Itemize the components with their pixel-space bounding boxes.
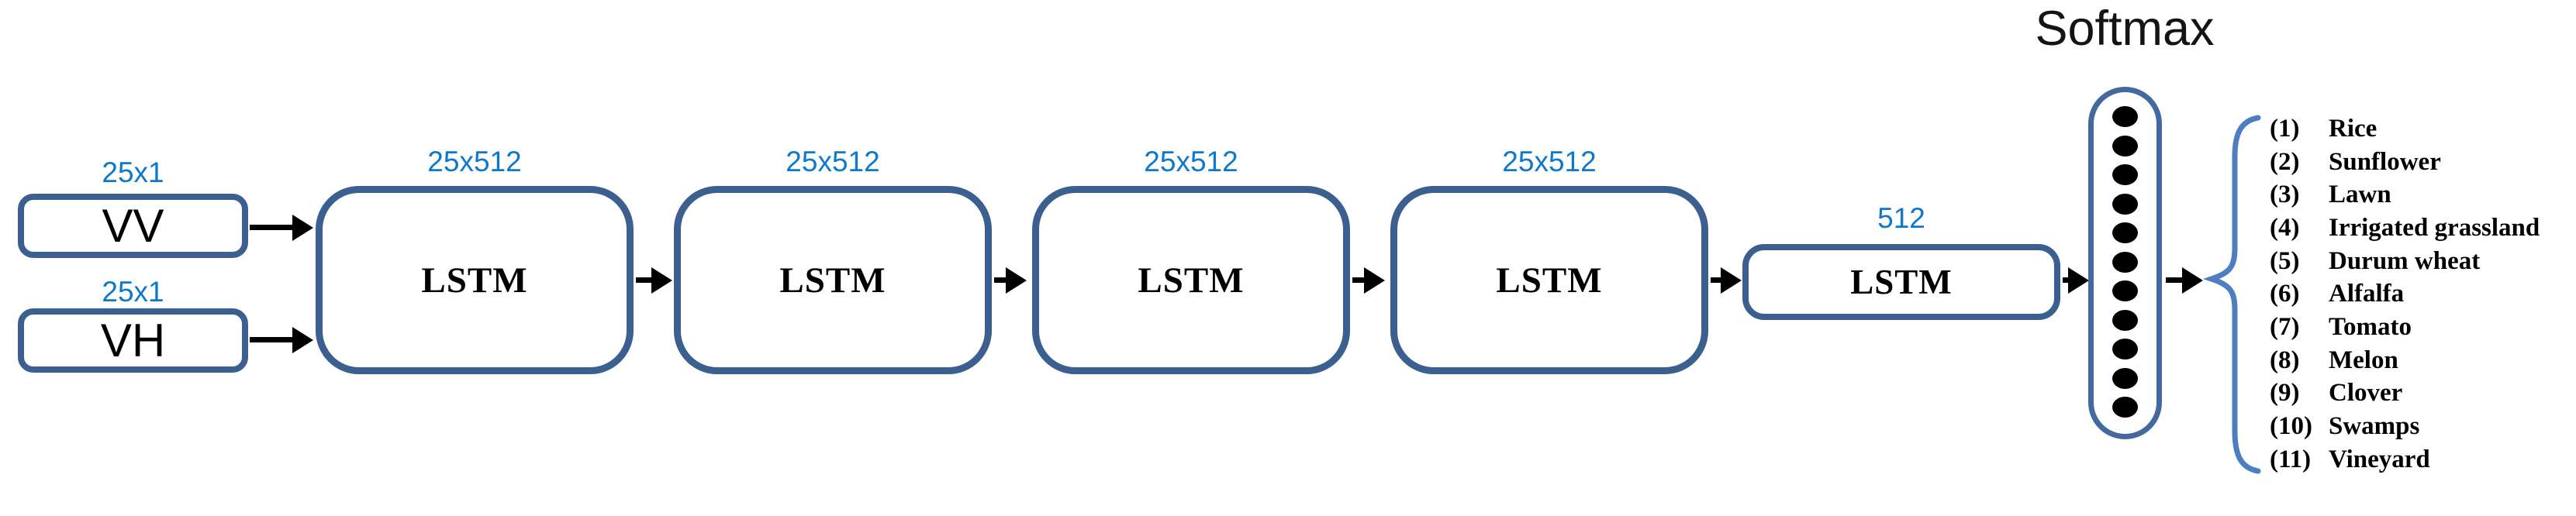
input-vv-label: VV bbox=[102, 199, 164, 252]
softmax-unit-dot bbox=[2112, 222, 2138, 243]
class-name: Sunflower bbox=[2329, 147, 2441, 176]
lstm1-dim-label: 25x512 bbox=[427, 146, 522, 177]
class-name: Vineyard bbox=[2329, 445, 2430, 473]
softmax-unit-dot bbox=[2112, 251, 2138, 273]
softmax-layer bbox=[2088, 87, 2162, 439]
class-item: (7) Tomato bbox=[2270, 311, 2540, 344]
softmax-unit-dot bbox=[2112, 367, 2138, 389]
softmax-unit-dot bbox=[2112, 164, 2138, 185]
class-number: (9) bbox=[2270, 379, 2300, 408]
class-item: (2) Sunflower bbox=[2270, 146, 2540, 179]
class-name: Tomato bbox=[2329, 312, 2412, 341]
arrow-lstm1-to-lstm2 bbox=[636, 277, 651, 283]
lstm3-dim-label: 25x512 bbox=[1144, 146, 1238, 177]
softmax-unit-dot bbox=[2112, 135, 2138, 157]
class-item: (6) Alfalfa bbox=[2270, 277, 2540, 311]
class-number: (10) bbox=[2270, 412, 2312, 441]
class-number: (1) bbox=[2270, 114, 2300, 143]
class-item: (11) Vineyard bbox=[2270, 443, 2540, 476]
arrow-vh-to-lstm1 bbox=[250, 337, 292, 342]
input-vv-dim-label: 25x1 bbox=[102, 157, 164, 188]
class-name: Clover bbox=[2329, 379, 2403, 408]
lstm-layer-2: LSTM bbox=[674, 186, 992, 374]
lstm-layer-4: LSTM bbox=[1390, 186, 1708, 374]
class-item: (8) Melon bbox=[2270, 344, 2540, 377]
arrow-lstm2-to-lstm3 bbox=[994, 277, 1006, 283]
softmax-unit-dot bbox=[2112, 339, 2138, 359]
arrow-lstm3-to-lstm4 bbox=[1352, 277, 1364, 283]
class-number: (7) bbox=[2270, 312, 2300, 341]
softmax-unit-dot bbox=[2112, 309, 2138, 331]
lstm1-label: LSTM bbox=[421, 260, 528, 301]
lstm5-dim-label: 512 bbox=[1877, 202, 1925, 234]
class-item: (5) Durum wheat bbox=[2270, 245, 2540, 278]
lstm-layer-1: LSTM bbox=[316, 186, 634, 374]
class-item: (1) Rice bbox=[2270, 112, 2540, 146]
softmax-unit-dot bbox=[2112, 280, 2138, 301]
class-name: Rice bbox=[2329, 114, 2377, 143]
class-list: (1) Rice (2) Sunflower (3) Lawn (4) Irrigate… bbox=[2270, 112, 2540, 476]
class-name: Lawn bbox=[2329, 181, 2391, 209]
lstm-layer-5: LSTM bbox=[1742, 244, 2060, 320]
input-box-vv: VV bbox=[18, 194, 248, 258]
arrow-lstm4-to-lstm5 bbox=[1711, 277, 1721, 283]
class-name: Melon bbox=[2329, 346, 2398, 374]
lstm-layer-3: LSTM bbox=[1032, 186, 1350, 374]
lstm2-dim-label: 25x512 bbox=[786, 146, 880, 177]
class-name: Swamps bbox=[2329, 412, 2420, 441]
lstm4-label: LSTM bbox=[1496, 260, 1603, 301]
class-name: Alfalfa bbox=[2329, 280, 2405, 308]
class-list-brace bbox=[2202, 115, 2261, 474]
class-number: (11) bbox=[2270, 445, 2312, 473]
class-number: (4) bbox=[2270, 213, 2300, 242]
softmax-unit-dot bbox=[2112, 106, 2138, 127]
class-name: Durum wheat bbox=[2329, 246, 2481, 275]
arrow-softmax-to-classes bbox=[2166, 277, 2182, 283]
lstm3-label: LSTM bbox=[1138, 260, 1245, 301]
class-name: Irrigated grassland bbox=[2329, 213, 2540, 242]
lstm5-label: LSTM bbox=[1850, 263, 1953, 301]
class-number: (8) bbox=[2270, 346, 2300, 374]
input-box-vh: VH bbox=[18, 308, 248, 373]
class-item: (3) Lawn bbox=[2270, 178, 2540, 212]
class-item: (4) Irrigated grassland bbox=[2270, 212, 2540, 245]
arrow-lstm5-to-softmax bbox=[2063, 277, 2068, 283]
class-number: (5) bbox=[2270, 246, 2300, 275]
softmax-unit-dot bbox=[2112, 397, 2138, 418]
lstm2-label: LSTM bbox=[779, 260, 886, 301]
softmax-unit-dot bbox=[2112, 193, 2138, 215]
class-item: (9) Clover bbox=[2270, 377, 2540, 411]
softmax-title: Softmax bbox=[2035, 2, 2215, 56]
class-number: (3) bbox=[2270, 181, 2300, 209]
input-vh-label: VH bbox=[100, 314, 166, 366]
lstm4-dim-label: 25x512 bbox=[1502, 146, 1597, 177]
arrow-vv-to-lstm1 bbox=[250, 225, 292, 230]
class-item: (10) Swamps bbox=[2270, 410, 2540, 443]
class-number: (6) bbox=[2270, 280, 2300, 308]
input-vh-dim-label: 25x1 bbox=[102, 276, 164, 308]
class-number: (2) bbox=[2270, 147, 2300, 176]
